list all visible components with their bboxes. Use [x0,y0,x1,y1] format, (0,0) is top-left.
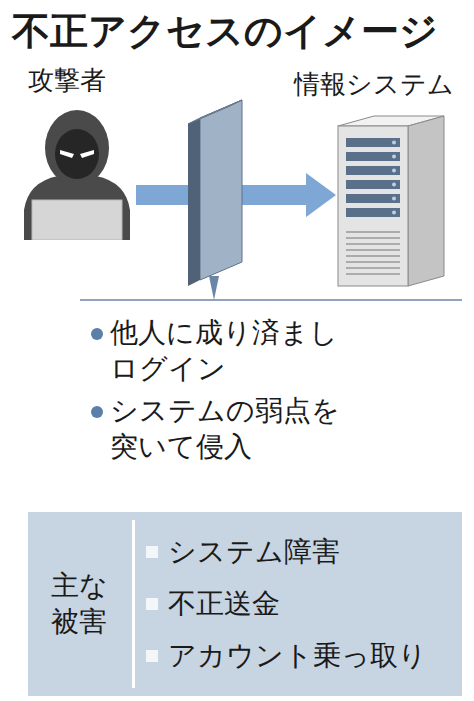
drive-led [392,141,396,145]
node-heading: 情報システム [294,67,454,102]
vent-line [346,231,400,233]
wall-edge [188,118,200,286]
damage-item: システム障害 [168,526,454,578]
drive-led [392,211,396,215]
damage-text: 不正送金 [168,585,280,623]
drive-led [392,155,396,159]
drive-slot [346,152,400,161]
vent-line [346,243,400,245]
panel-separator [132,520,135,688]
drive-slot [346,194,400,203]
note-text: システムの弱点を 突いて侵入 [110,393,362,466]
diagram-title: 不正アクセスのイメージ [12,6,438,57]
attacker-icon [18,108,136,240]
drive-led [392,197,396,201]
vent-line [346,273,400,275]
bullet-square [146,546,158,558]
drive-slot [346,166,400,175]
drive-led [392,183,396,187]
server-node: 情報システム [336,112,448,288]
drive-slot [346,180,400,189]
server-icon [336,112,448,288]
panel-heading: 主な 被害 [50,568,108,641]
drive-led [392,169,396,173]
node-heading: 攻撃者 [28,63,106,98]
bullet-dot [91,406,103,418]
vent-line [346,237,400,239]
damage-item: 不正送金 [168,578,454,630]
damage-panel: 主な 被害 システム障害不正送金アカウント乗っ取り [28,512,462,696]
vent-line [346,255,400,257]
drive-slot [346,208,400,217]
wall-face [200,100,242,280]
wall-top [188,100,242,124]
vent-line [346,261,400,263]
vent-line [346,267,400,269]
bullet-square [146,598,158,610]
vent-line [346,249,400,251]
damage-text: システム障害 [168,533,340,571]
bullet-dot [91,328,103,340]
damage-list: システム障害不正送金アカウント乗っ取り [168,526,454,682]
leader-line [80,299,462,301]
leader-spike [209,276,219,300]
attacker-node: 攻撃者 [18,108,136,240]
damage-text: アカウント乗っ取り [168,637,427,675]
damage-item: アカウント乗っ取り [168,630,454,682]
bullet-square [146,650,158,662]
note-text: 他人に成り済まし ログイン [110,315,362,388]
drive-slot [346,138,400,147]
